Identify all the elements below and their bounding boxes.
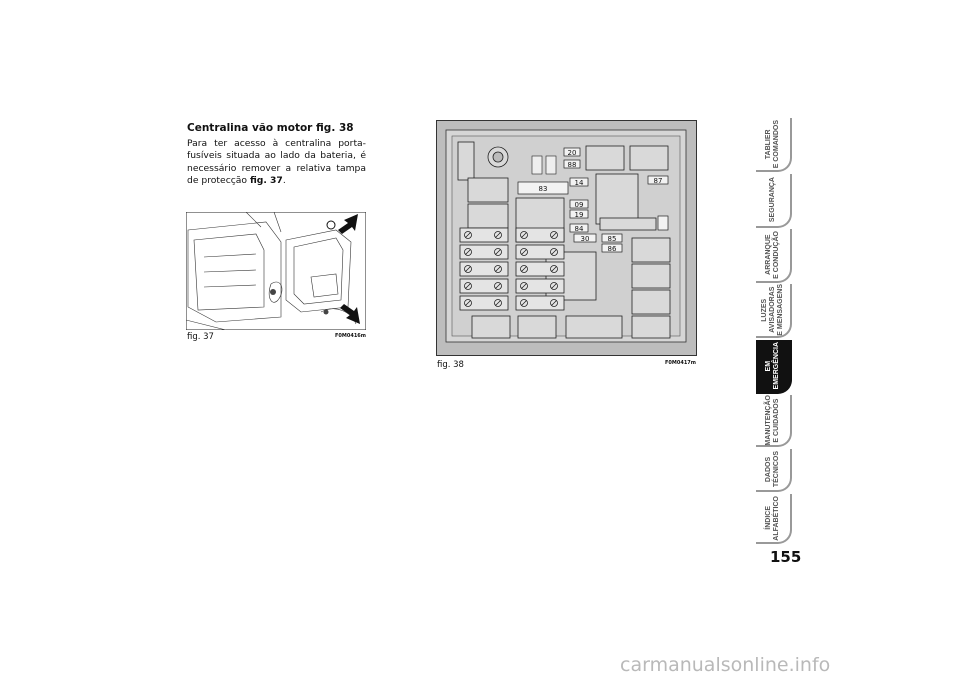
fuse-label: 83 (539, 185, 548, 193)
fuse-label: 86 (608, 245, 617, 253)
fuse-label: 85 (608, 235, 617, 243)
section-heading: Centralina vão motor fig. 38 (187, 122, 354, 134)
paragraph-figure-ref: fig. 37 (249, 174, 283, 186)
chapter-tab[interactable]: LUZES AVISADORAS E MENSAGENS (756, 284, 792, 338)
chapter-tab-label: MANUTENÇÃO E CUIDADOS (765, 394, 780, 446)
figure-37-code: F0M0416m (335, 333, 366, 339)
chapter-tab[interactable]: TABLIER E COMANDOS (756, 118, 792, 172)
watermark: carmanualsonline.info (620, 654, 831, 676)
fuse-label: 84 (575, 225, 584, 233)
chapter-tab[interactable]: ARRANQUE E CONDUÇÃO (756, 229, 792, 283)
top-arrow-icon (338, 214, 358, 234)
fuse-label: 19 (575, 211, 584, 219)
fuse-slot (459, 227, 509, 243)
fuse-slot (515, 261, 565, 277)
fuse-label: 30 (581, 235, 590, 243)
fuse-slot (459, 278, 509, 294)
chapter-tab-label: SEGURANÇA (769, 177, 776, 223)
chapter-tab[interactable]: ÍNDICE ALFABÉTICO (756, 494, 792, 544)
paragraph-end: . (282, 174, 286, 186)
fusebox-drawing: 20 88 83 14 09 19 84 30 85 86 87 15 21 (436, 120, 697, 356)
figure-38-fusebox: 20 88 83 14 09 19 84 30 85 86 87 15 21 (436, 120, 697, 356)
chapter-tab[interactable]: DADOS TÉCNICOS (756, 449, 792, 492)
paragraph-text: Para ter acesso à centralina porta-fusív… (187, 138, 366, 186)
fuse-slot (459, 295, 509, 311)
figure-38-caption: fig. 38 (437, 360, 464, 370)
chapter-tab-label: TABLIER E COMANDOS (765, 119, 780, 169)
fuse-label: 09 (575, 201, 584, 209)
fuse-slot (459, 261, 509, 277)
fuse-slot (459, 244, 509, 260)
fuse-slot (515, 227, 565, 243)
chapter-tab[interactable]: MANUTENÇÃO E CUIDADOS (756, 395, 792, 447)
chapter-tab[interactable]: SEGURANÇA (756, 174, 792, 228)
fuse-label: 88 (568, 161, 577, 169)
chapter-tab[interactable]: EM EMERGÊNCIA (756, 340, 792, 394)
section-paragraph: Para ter acesso à centralina porta-fusív… (187, 138, 366, 187)
fuse-slot (515, 244, 565, 260)
chapter-tab-label: ARRANQUE E CONDUÇÃO (765, 231, 780, 279)
chapter-tab-label: LUZES AVISADORAS E MENSAGENS (761, 284, 784, 336)
fuse-label: 87 (654, 177, 663, 185)
figure-37-caption: fig. 37 (187, 332, 214, 342)
chapter-tab-label: ÍNDICE ALFABÉTICO (765, 495, 780, 541)
bottom-arrow-icon (340, 304, 360, 324)
chapter-tab-label: DADOS TÉCNICOS (765, 451, 780, 488)
engine-bay-drawing (186, 212, 366, 330)
fuse-slot (515, 295, 565, 311)
chapter-tab-label: EM EMERGÊNCIA (765, 342, 780, 390)
figure-38-code: F0M0417m (665, 360, 696, 366)
fuse-label: 20 (568, 149, 577, 157)
fuse-label: 14 (575, 179, 584, 187)
page-number: 155 (770, 548, 802, 566)
figure-37-illustration (186, 212, 366, 330)
fuse-slot (515, 278, 565, 294)
